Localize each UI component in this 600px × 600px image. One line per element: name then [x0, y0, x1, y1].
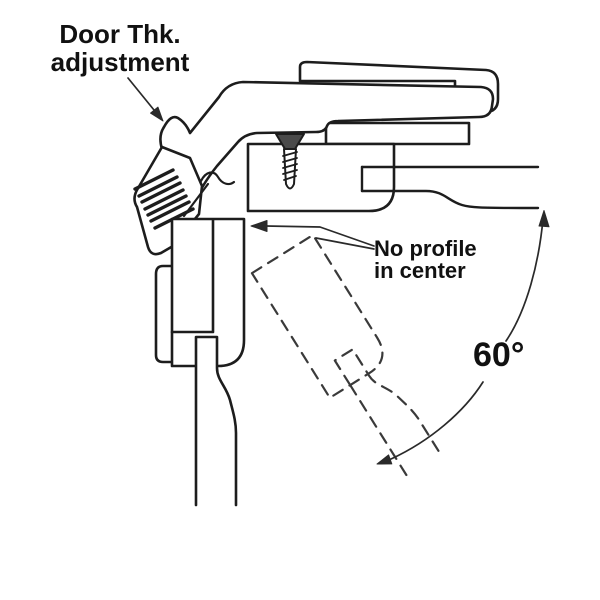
hinge-cup-inner: [170, 218, 215, 334]
cabinet-panel-lines: [360, 165, 540, 210]
serration-hatch: [133, 168, 195, 230]
swing-arc: [376, 210, 550, 465]
door-strip-outline: [194, 335, 238, 507]
door-thk-label-line2: adjustment: [50, 47, 190, 77]
opening-angle-label: 60°: [473, 336, 525, 374]
mounting-plate-body: [246, 142, 396, 213]
no-profile-label: No profile in center: [374, 238, 477, 282]
door-thk-arrow: [127, 77, 164, 122]
no-profile-label-line1: No profile: [374, 236, 477, 261]
door-edge-tab: [154, 264, 176, 364]
no-profile-label-line2: in center: [374, 258, 466, 283]
door-open-dashed-outline: [250, 233, 442, 482]
door-strip-fill: [196, 337, 236, 505]
door-thk-label-line1: Door Thk.: [59, 19, 181, 49]
hinge-arm: [159, 80, 495, 200]
link-edge-line: [182, 182, 210, 218]
mounting-plate-upper: [324, 121, 471, 146]
no-profile-arrow: [250, 220, 375, 250]
mounting-screw: [275, 133, 305, 190]
screw-threads: [282, 151, 298, 181]
pivot-knuckle-line: [199, 171, 236, 186]
door-thk-label: Door Thk. adjustment: [35, 20, 205, 76]
